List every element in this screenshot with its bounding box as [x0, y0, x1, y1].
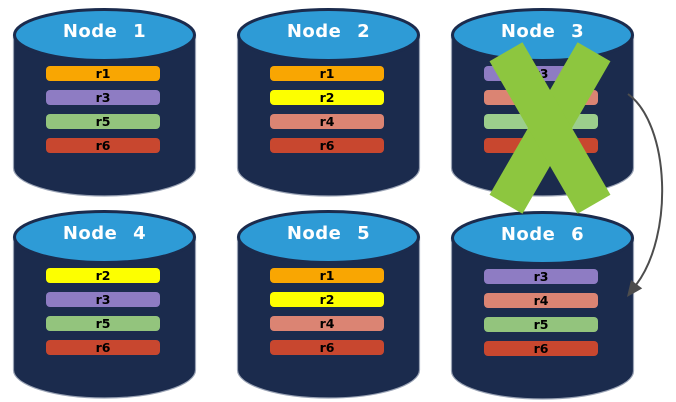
replica-label: r2	[319, 90, 335, 105]
node-title: Node 6	[500, 224, 585, 245]
replica-label: r6	[319, 138, 335, 153]
replica-label: r6	[319, 340, 335, 355]
replica-label: r2	[95, 268, 111, 283]
node-1: Node 1 r1 r3 r5 r6	[12, 8, 197, 200]
replica-bar: r6	[46, 340, 160, 355]
replica-bar: r2	[270, 90, 384, 105]
replica-bar: r1	[270, 268, 384, 283]
replica-list: r1 r2 r4 r6	[270, 268, 384, 364]
node-5: Node 5 r1 r2 r4 r6	[236, 210, 421, 402]
replica-label: r6	[95, 340, 111, 355]
replica-bar: r6	[270, 340, 384, 355]
replica-label: r1	[319, 66, 335, 81]
replica-bar: r5	[46, 114, 160, 129]
replica-bar: r1	[270, 66, 384, 81]
replica-bar: r2	[270, 292, 384, 307]
node-title: Node 2	[286, 21, 371, 42]
replica-label: r6	[95, 138, 111, 153]
failover-arrow-icon	[627, 93, 664, 297]
node-title: Node 3	[500, 21, 585, 42]
node-title: Node 4	[62, 223, 147, 244]
replica-bar: r1	[46, 66, 160, 81]
replica-list: r1 r3 r5 r6	[46, 66, 160, 162]
replica-list: r1 r2 r4 r6	[270, 66, 384, 162]
replica-bar: r3	[484, 269, 598, 284]
replica-label: r6	[533, 341, 549, 356]
replica-list: r2 r3 r5 r6	[46, 268, 160, 364]
replica-label: r3	[95, 90, 111, 105]
replica-bar: r4	[484, 293, 598, 308]
replica-bar: r5	[484, 317, 598, 332]
replica-label: r1	[95, 66, 111, 81]
replica-label: r2	[319, 292, 335, 307]
replica-bar: r4	[270, 114, 384, 129]
node-4: Node 4 r2 r3 r5 r6	[12, 210, 197, 402]
replica-bar: r6	[46, 138, 160, 153]
replica-label: r5	[533, 317, 549, 332]
node-6: Node 6 r3 r4 r5 r6	[450, 211, 635, 402]
replica-bar: r2	[46, 268, 160, 283]
replica-label: r5	[95, 316, 111, 331]
replica-label: r3	[533, 269, 549, 284]
node-title: Node 1	[62, 21, 147, 42]
replica-label: r1	[319, 268, 335, 283]
node-2: Node 2 r1 r2 r4 r6	[236, 8, 421, 200]
failure-x-icon	[489, 42, 611, 214]
replica-bar: r6	[484, 341, 598, 356]
replica-label: r4	[533, 293, 549, 308]
replica-bar: r3	[46, 90, 160, 105]
replica-bar: r4	[270, 316, 384, 331]
replica-list: r3 r4 r5 r6	[484, 269, 598, 365]
replica-label: r3	[95, 292, 111, 307]
node-title: Node 5	[286, 223, 371, 244]
replica-bar: r5	[46, 316, 160, 331]
replica-label: r4	[319, 114, 335, 129]
replica-label: r4	[319, 316, 335, 331]
replica-label: r5	[95, 114, 111, 129]
replica-bar: r6	[270, 138, 384, 153]
replica-bar: r3	[46, 292, 160, 307]
